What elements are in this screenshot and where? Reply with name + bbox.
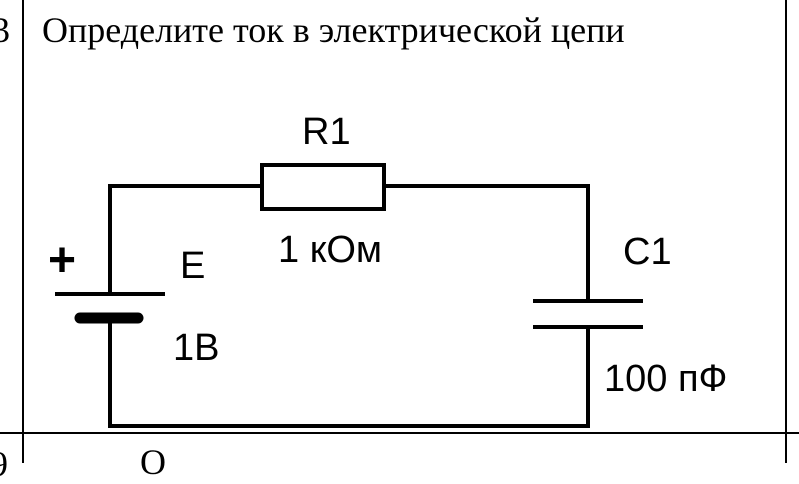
battery-polarity-label: + [48,234,76,287]
table-left-border [22,0,24,463]
resistor-name-label: R1 [302,111,351,153]
circuit-diagram: + E 1В R1 1 кОм C1 100 пФ [48,111,727,428]
wire-bottom [108,316,590,428]
battery-name-label: E [180,245,205,287]
table-right-border [785,0,787,463]
wire-right-top [382,184,590,302]
capacitor-name-label: C1 [623,231,672,273]
table-row-divider [0,432,799,434]
capacitor-value-label: 100 пФ [604,358,727,400]
wire-left-top [108,184,264,295]
table-frame [0,0,799,463]
circuit-wires [108,184,590,428]
resistor-value-label: 1 кОм [278,229,382,271]
resistor-symbol [260,163,386,211]
question-text: Определите ток в электрической цепи [42,10,625,50]
battery-voltage-label: 1В [173,327,219,369]
task-number: 3 [0,10,10,50]
